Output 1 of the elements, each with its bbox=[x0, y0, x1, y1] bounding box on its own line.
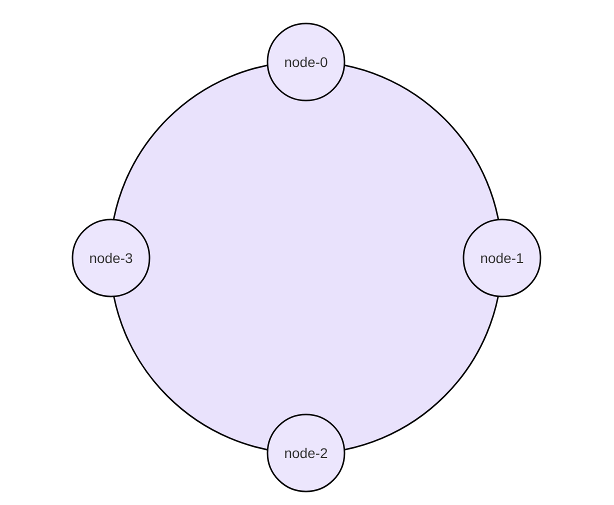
node-label: node-2 bbox=[285, 448, 328, 458]
